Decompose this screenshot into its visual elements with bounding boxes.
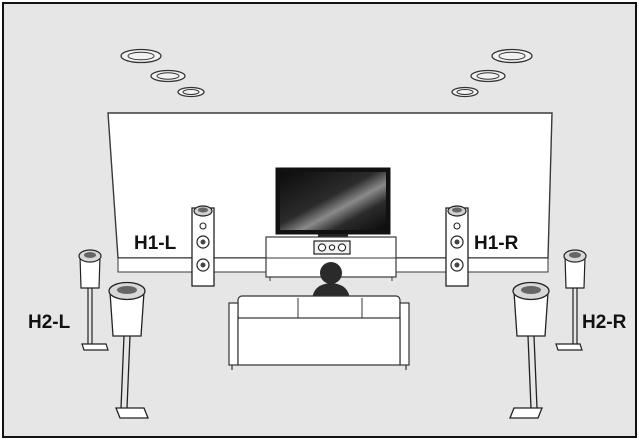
sofa-icon	[229, 296, 409, 370]
ceiling-speaker-icon	[471, 71, 505, 82]
ceiling-speaker-icon	[151, 71, 185, 82]
floor-tower-speaker-icon	[192, 206, 214, 286]
label-h1-left: H1-L	[134, 233, 177, 254]
tv-icon	[276, 168, 390, 237]
ceiling-speaker-icon	[121, 50, 161, 63]
front-left-tower-speaker	[192, 206, 214, 286]
floor-tower-speaker-icon	[446, 206, 468, 286]
label-h1-right: H1-R	[474, 233, 519, 254]
front-right-tower-speaker	[446, 206, 468, 286]
ceiling-speaker-icon	[452, 88, 478, 97]
center-speaker-icon	[314, 241, 350, 254]
label-h2-right: H2-R	[582, 312, 627, 333]
ceiling-speaker-icon	[178, 88, 204, 97]
label-h2-left: H2-L	[28, 312, 71, 333]
ceiling-speaker-icon	[492, 50, 532, 63]
